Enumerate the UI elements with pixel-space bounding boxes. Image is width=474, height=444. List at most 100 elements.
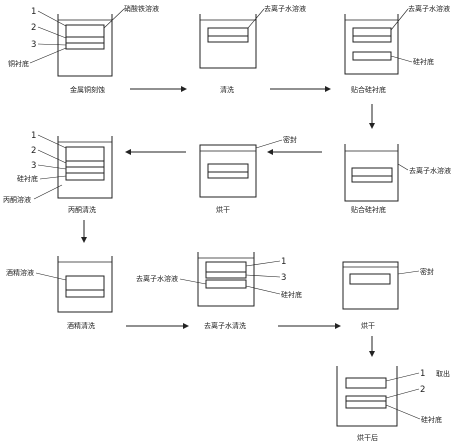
number-1: 1: [281, 257, 286, 267]
step-alcohol-cleaning: 酒精溶液 酒精清洗: [6, 256, 113, 330]
beaker: [199, 14, 257, 69]
layer-stack: [207, 163, 249, 173]
number-3: 3: [281, 273, 286, 283]
substrate-label: 硅衬底: [17, 174, 38, 183]
layer-2: [345, 395, 387, 402]
sealed-container: [342, 261, 399, 310]
layer-stack: [349, 273, 391, 285]
layer-3: [205, 271, 247, 279]
layer-2: [207, 35, 249, 43]
seal-label: 密封: [283, 135, 297, 144]
number-1: 1: [420, 369, 425, 379]
si-substrate: [205, 279, 247, 289]
layer-1: [205, 261, 247, 273]
si-substrate: [352, 51, 392, 61]
leader-2: [37, 26, 67, 39]
layer-1: [65, 24, 105, 38]
number-1: 1: [31, 7, 36, 17]
substrate-label: 硅衬底: [413, 57, 434, 66]
seal-label: 密封: [420, 267, 434, 276]
step-cleaning: 去离子水溶液 清洗: [199, 4, 306, 94]
leader-3: [37, 43, 67, 46]
beaker: [344, 14, 399, 75]
leader-substrate: [390, 55, 413, 63]
step-copper-etching: 1 2 3 铜衬底 硝酸铁溶液 金属铜刻蚀: [8, 4, 159, 94]
layer-1: [345, 377, 387, 389]
leader-2: [37, 149, 67, 164]
solution-label: 丙酮溶液: [3, 195, 31, 204]
beaker: [344, 144, 399, 202]
leader-solution: [397, 163, 409, 171]
solution-label: 酒精溶液: [6, 268, 34, 277]
substrate-label: 硅衬底: [281, 290, 302, 299]
step-caption: 酒精清洗: [67, 321, 95, 330]
leader-1: [245, 260, 281, 267]
step-di-water-cleaning: 去离子水溶液 1 3 硅衬底 去离子水清洗: [136, 252, 302, 330]
leader-substrate: [39, 175, 67, 180]
substrate-label: 硅衬底: [421, 415, 442, 424]
solution-label: 去离子水溶液: [409, 166, 451, 175]
si-substrate: [65, 172, 105, 181]
takeout-label: 取出: [436, 369, 450, 378]
leader-3: [245, 274, 281, 278]
beaker: [197, 252, 255, 307]
leader-substrate: [385, 404, 421, 420]
step-drying: 密封 烘干: [199, 135, 297, 214]
step-attach-si-substrate-2: 去离子水溶液 贴合硅衬底: [344, 144, 451, 214]
layer-1: [207, 27, 249, 37]
leader-1: [37, 10, 67, 27]
leader-substrate: [245, 285, 281, 295]
step-acetone-cleaning: 1 2 3 硅衬底 丙酮溶液 丙酮清洗: [3, 131, 113, 214]
step-caption: 烘干后: [357, 433, 378, 442]
step-attach-si-substrate: 去离子水溶液 硅衬底 贴合硅衬底: [344, 4, 450, 94]
step-caption: 烘干: [216, 205, 230, 214]
solution-label: 去离子水溶液: [264, 4, 306, 13]
leader-seal: [397, 270, 420, 275]
layer-1: [65, 146, 105, 162]
step-caption: 去离子水清洗: [204, 321, 246, 330]
leader-solution: [35, 272, 67, 281]
leader-seal: [255, 139, 283, 149]
si-substrate: [345, 400, 387, 409]
number-2: 2: [31, 23, 36, 33]
layer-3: [65, 42, 105, 50]
solution-label: 去离子水溶液: [136, 274, 178, 283]
leader-solution: [33, 184, 63, 200]
step-caption: 烘干: [361, 321, 375, 330]
leader-3: [37, 164, 67, 170]
step-caption: 金属铜刻蚀: [70, 85, 105, 94]
substrate-label: 铜衬底: [8, 59, 29, 68]
solution-label: 去离子水溶液: [408, 4, 450, 13]
layer-2: [65, 160, 105, 168]
number-2: 2: [31, 146, 36, 156]
number-3: 3: [31, 161, 36, 171]
leader-solution: [390, 8, 409, 31]
layer-2: [352, 35, 392, 43]
leader-1: [385, 372, 420, 382]
si-substrate: [207, 171, 249, 179]
leader-1: [37, 134, 67, 149]
leader-solution: [103, 8, 125, 29]
step-after-drying: 1 取出 2 硅衬底 烘干后: [336, 366, 450, 442]
si-substrate: [351, 175, 393, 183]
leader-2: [385, 388, 420, 399]
number-1: 1: [31, 131, 36, 141]
leader-solution: [179, 278, 207, 285]
layer-1: [352, 27, 392, 37]
si-substrate: [65, 289, 105, 298]
leader-substrate: [29, 47, 67, 64]
step-caption: 清洗: [220, 85, 234, 94]
sealed-container: [199, 144, 257, 198]
number-3: 3: [31, 40, 36, 50]
beaker: [336, 366, 398, 427]
leader-solution: [247, 8, 265, 29]
step-caption: 丙酮清洗: [68, 205, 96, 214]
step-drying-2: 密封 烘干: [342, 261, 434, 330]
beaker: [57, 256, 113, 313]
step-caption: 贴合硅衬底: [351, 85, 386, 94]
layer-stack: [351, 167, 393, 177]
layer-2: [65, 36, 105, 44]
layer-stack: [65, 275, 105, 291]
step-caption: 贴合硅衬底: [351, 205, 386, 214]
